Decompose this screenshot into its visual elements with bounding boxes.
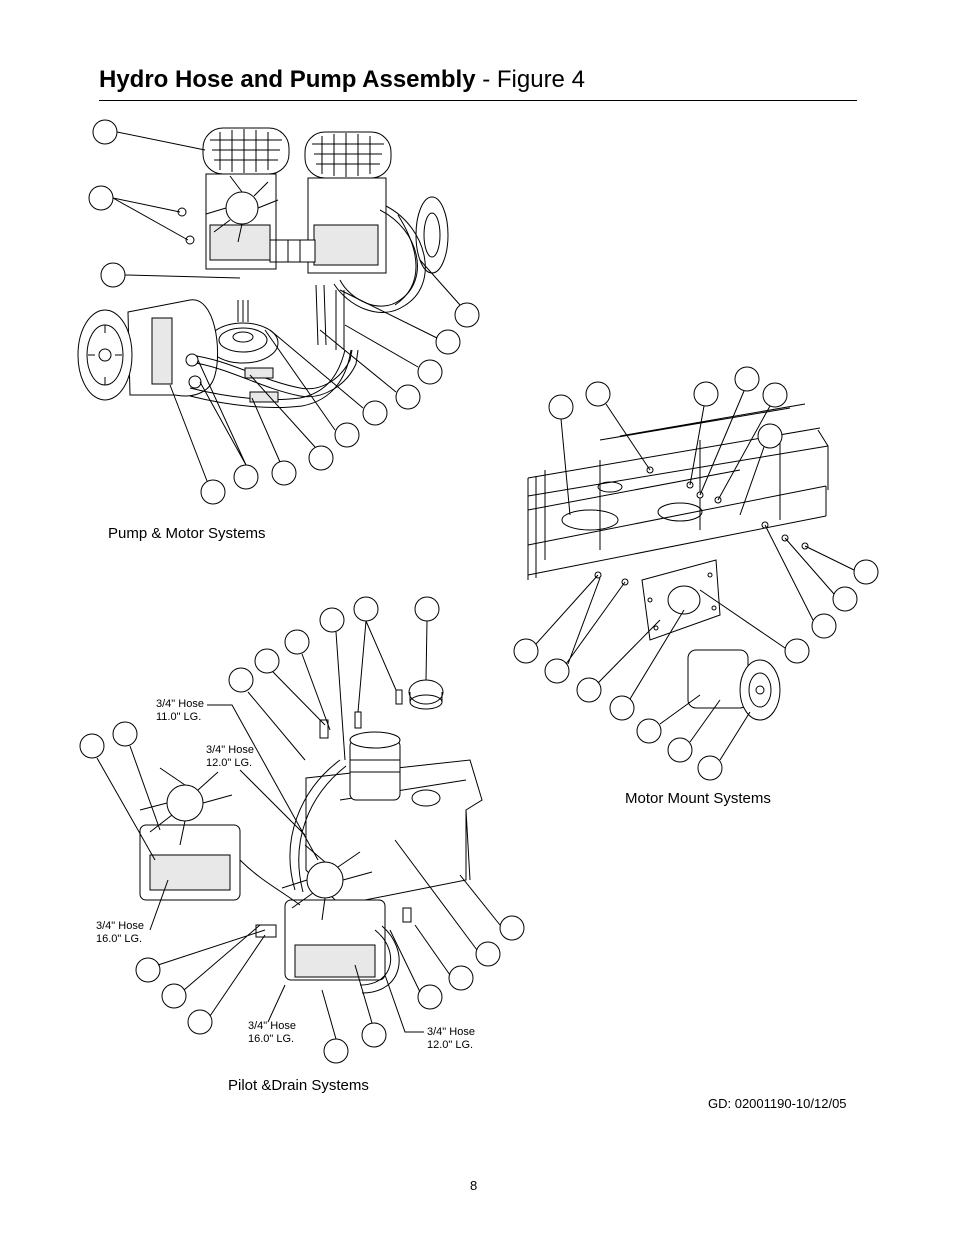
pilot-drain-drawing [79, 596, 525, 1064]
page-title: Hydro Hose and Pump Assembly - Figure 4 [99, 66, 585, 94]
caption-pump-motor-systems: Pump & Motor Systems [108, 525, 266, 542]
page-title-bold: Hydro Hose and Pump Assembly [99, 66, 476, 93]
hose-label: 3/4" Hose 12.0" LG. [427, 1026, 475, 1052]
hose-label-length: 16.0" LG. [248, 1033, 295, 1045]
page-title-rest: - Figure 4 [475, 66, 585, 93]
hose-label-length: 12.0" LG. [206, 757, 253, 769]
hose-label-length: 11.0" LG. [156, 711, 202, 723]
hose-label-length: 12.0" LG. [427, 1039, 474, 1051]
page-number: 8 [470, 1178, 478, 1193]
pump-motor-drawing [77, 119, 480, 505]
motor-mount-drawing [513, 366, 879, 781]
hose-label: 3/4" Hose 16.0" LG. [96, 920, 144, 946]
hose-label-size: 3/4" Hose [156, 698, 204, 710]
hose-label-size: 3/4" Hose [96, 920, 144, 932]
document-code: GD: 02001190-10/12/05 [708, 1096, 847, 1111]
caption-motor-mount-systems: Motor Mount Systems [625, 790, 771, 807]
hose-label: 3/4" Hose 16.0" LG. [248, 1020, 296, 1046]
hose-label: 3/4" Hose 11.0" LG. [156, 698, 204, 724]
hose-label-size: 3/4" Hose [427, 1026, 475, 1038]
hose-label-length: 16.0" LG. [96, 933, 143, 945]
title-rule [99, 100, 857, 101]
hose-label-size: 3/4" Hose [248, 1020, 296, 1032]
caption-pilot-drain-systems: Pilot &Drain Systems [228, 1077, 369, 1094]
hose-label-size: 3/4" Hose [206, 744, 254, 756]
hose-label: 3/4" Hose 12.0" LG. [206, 744, 254, 770]
